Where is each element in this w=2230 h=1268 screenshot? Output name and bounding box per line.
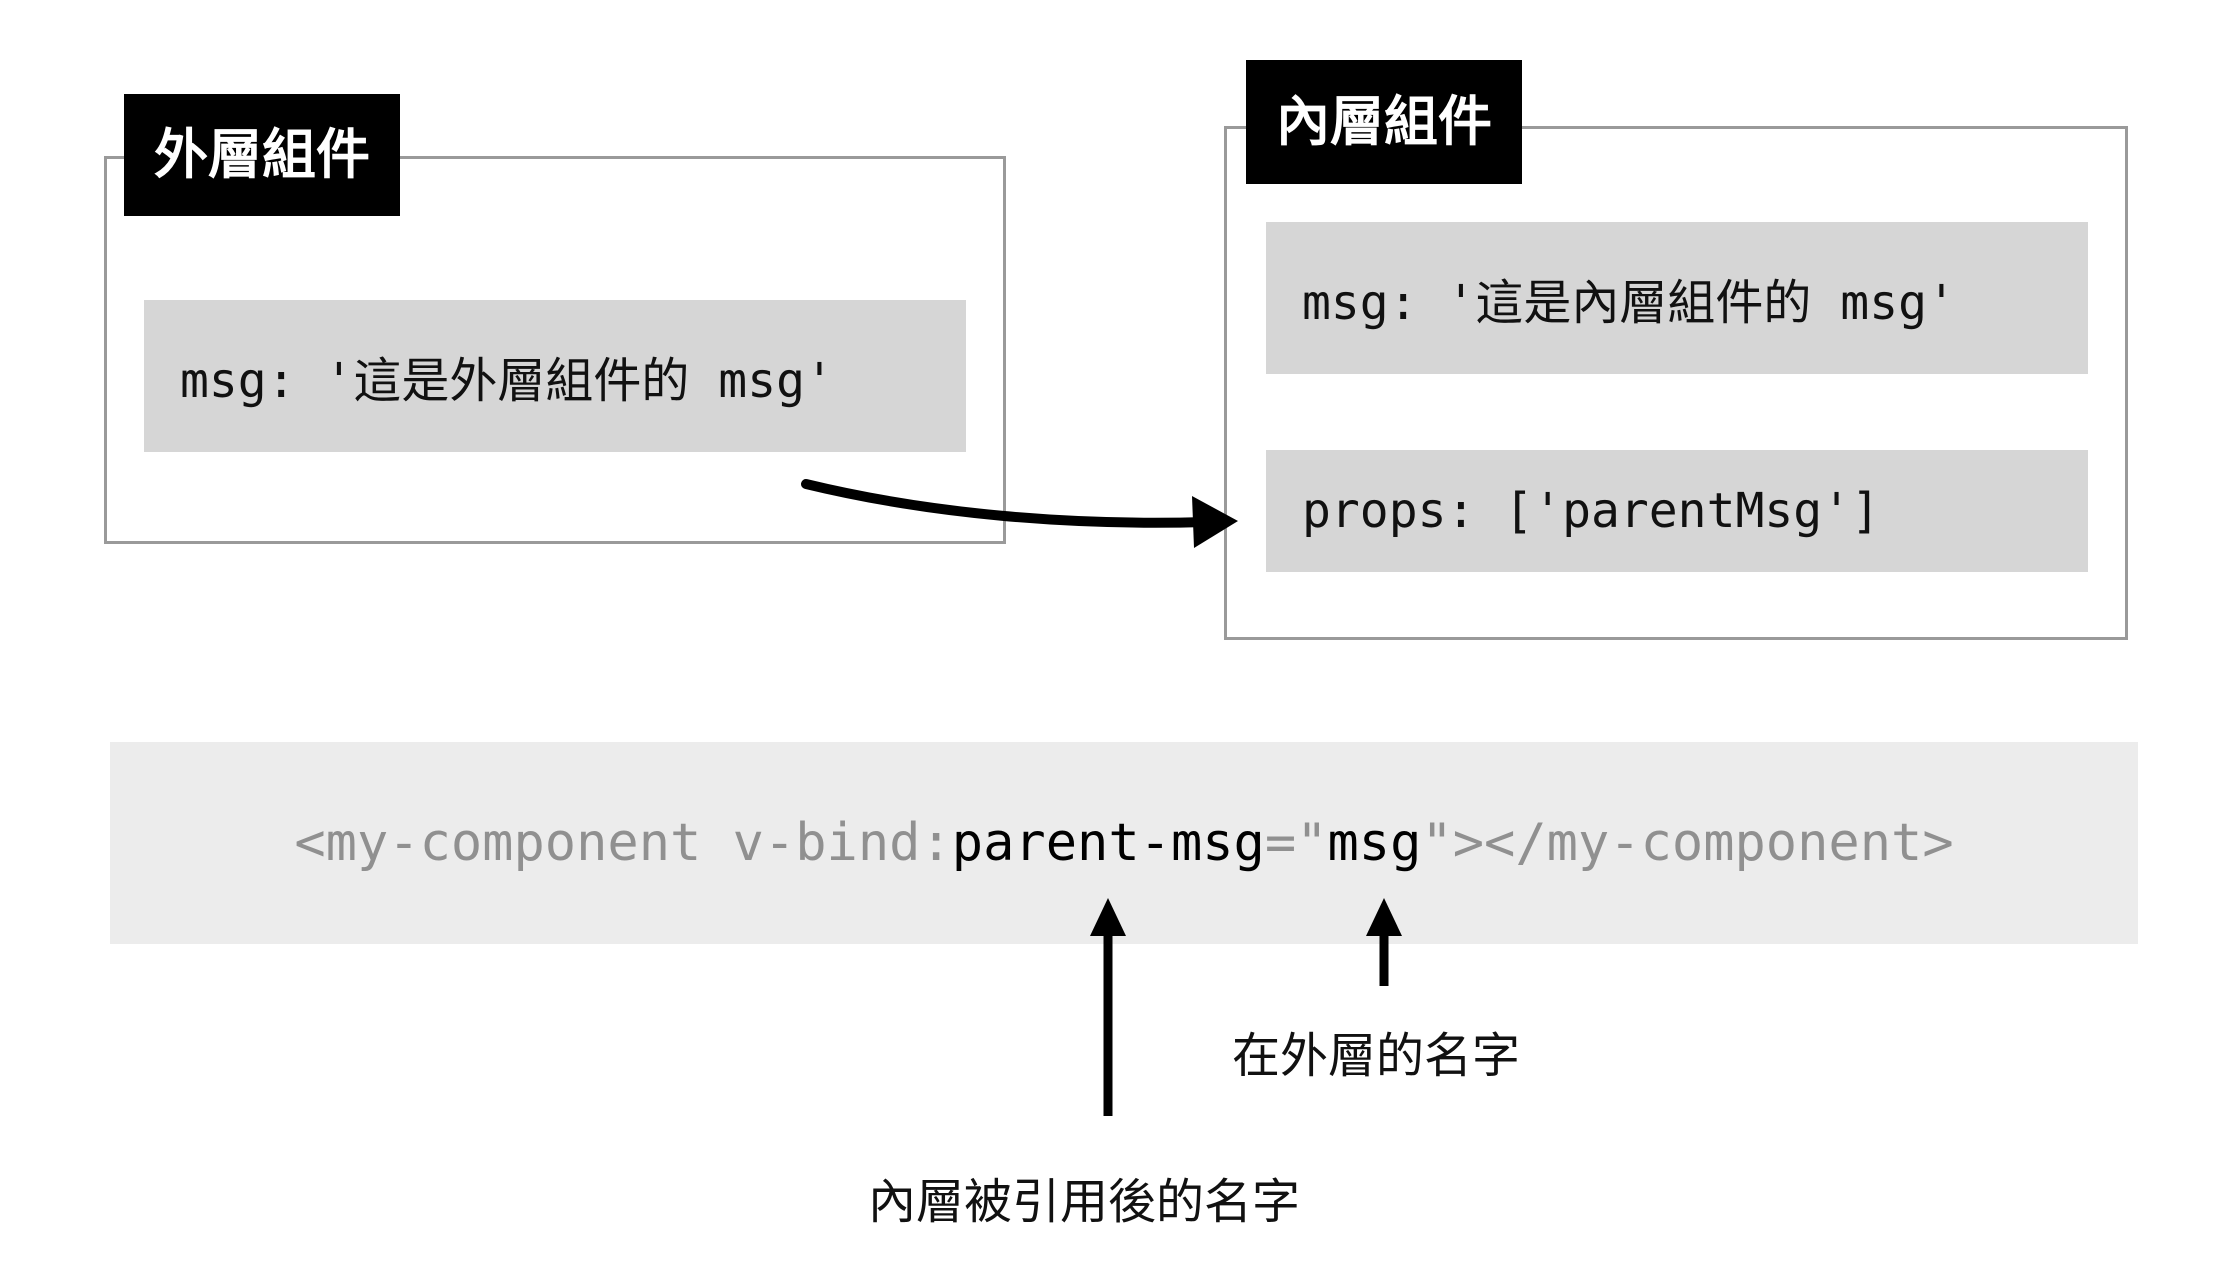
template-close-tag: ></my-component>: [1452, 813, 1954, 873]
inner-props-code: props: ['parentMsg']: [1266, 450, 2088, 572]
template-open-tag: <my-component v-bind:: [294, 813, 952, 873]
caption-outer-name: 在外層的名字: [1232, 1028, 1521, 1084]
template-quote-close: ": [1421, 813, 1453, 873]
outer-msg-code: msg: '這是外層組件的 msg': [144, 300, 966, 452]
template-quote-open: ": [1296, 813, 1328, 873]
template-equals: =: [1264, 813, 1297, 873]
caption-inner-name: 內層被引用後的名字: [868, 1174, 1301, 1230]
template-code-bar: <my-component v-bind:parent-msg="msg"></…: [110, 742, 2138, 944]
template-attr-name: parent-msg: [951, 813, 1265, 873]
template-attr-value: msg: [1327, 813, 1422, 873]
inner-msg-code: msg: '這是內層組件的 msg': [1266, 222, 2088, 374]
outer-component-label: 外層組件: [124, 94, 400, 216]
inner-component-label: 內層組件: [1246, 60, 1522, 184]
